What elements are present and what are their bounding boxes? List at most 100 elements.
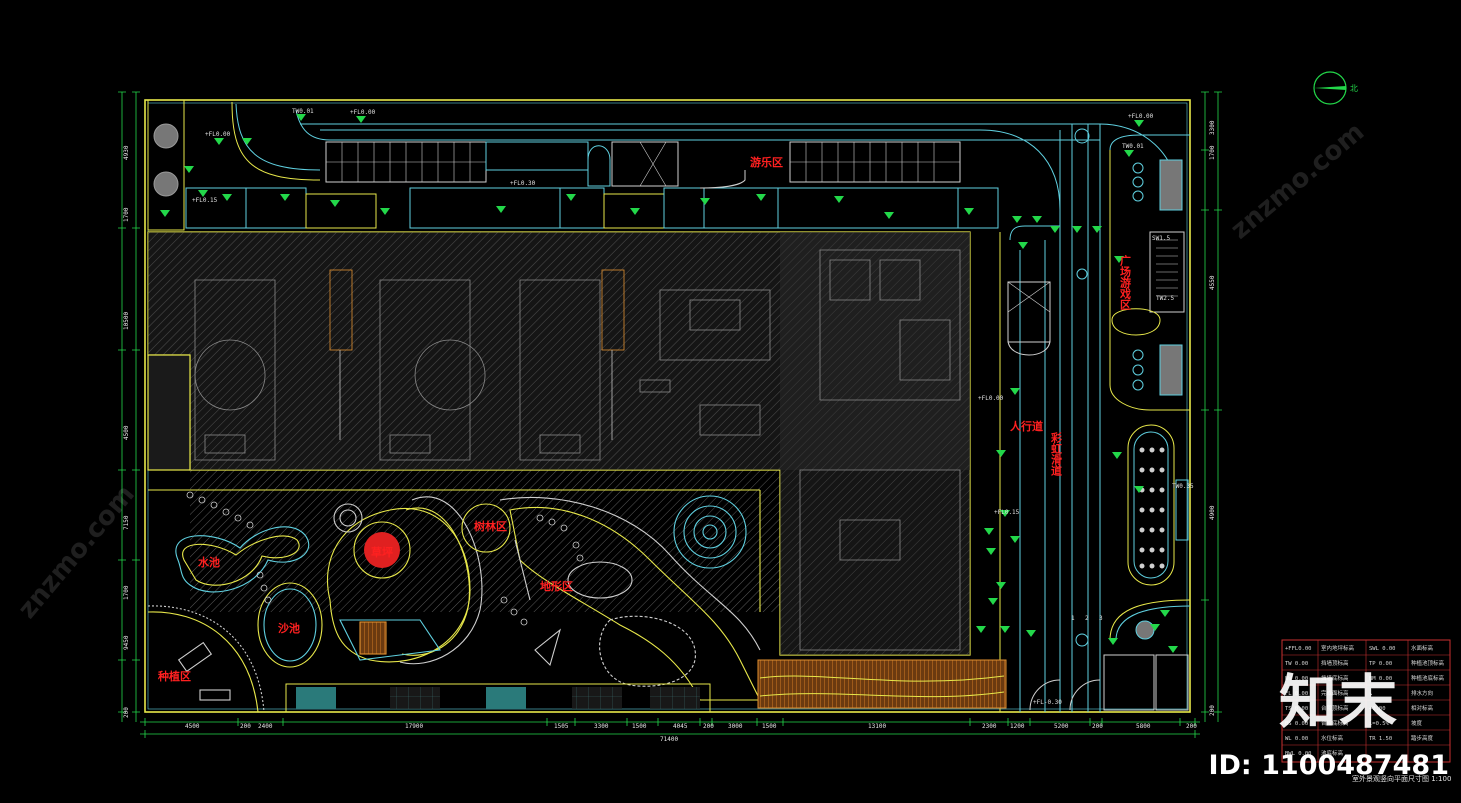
pond-shape [175, 526, 310, 593]
dim-bottom-5: 1505 [554, 723, 569, 730]
legend-cell: BWL 0.00 [1285, 751, 1312, 757]
legend-cell: BW 0.00 [1285, 676, 1308, 682]
zone-label-pond: 水池 [198, 555, 220, 569]
elev-label-2: +FL0.00 [350, 109, 376, 116]
dim-right-2: 1700 [1209, 145, 1216, 160]
legend-cell: 踏步高度 [1411, 734, 1434, 742]
elev-label-12: +FL0.15 [994, 509, 1020, 516]
elevation-markers [160, 114, 1178, 653]
sandpit-shape [257, 582, 323, 668]
tree-2-icon [153, 171, 179, 197]
legend-cell: FL 0.00 [1285, 691, 1308, 697]
legend-cell: 水面标高 [1411, 644, 1434, 652]
wood-deck [757, 659, 1007, 709]
legend-cell: 池底标高 [1321, 749, 1344, 757]
legend-cell: ↘ [1369, 691, 1372, 697]
dim-bottom-17: 5800 [1136, 723, 1151, 730]
lane-number-1: 1 [1071, 615, 1075, 622]
building-footprint [147, 231, 971, 656]
lane-number-2: 2 [1085, 615, 1089, 622]
legend-cell: TW 0.00 [1285, 661, 1308, 667]
elev-label-9: TW2.5 [1156, 295, 1174, 302]
dim-bottom-10: 3000 [728, 723, 743, 730]
legend-cell: BS 0.00 [1285, 721, 1308, 727]
south-playground [147, 489, 761, 713]
building-interior [194, 249, 961, 651]
elev-label-13: +FL0.00 [978, 395, 1004, 402]
dim-right-3: 4550 [1209, 275, 1216, 290]
legend-cell: i=0.5% [1369, 721, 1390, 727]
lane-number-3: 3 [1099, 615, 1103, 622]
legend-cell: 相对标高 [1411, 704, 1434, 712]
legend-cell: TR 1.50 [1369, 736, 1392, 742]
tree-1-icon [153, 123, 179, 149]
dimension-lines [118, 91, 1222, 738]
legend-cell: 完成面标高 [1321, 689, 1349, 697]
drawing-title: 室外景观竖向平面尺寸图 1:100 [1352, 774, 1451, 783]
elev-label-5: +FL0.30 [510, 180, 536, 187]
legend-cell: 坡度 [1411, 719, 1423, 727]
legend-cell: BM 0.00 [1369, 676, 1392, 682]
dim-bottom-13: 2300 [982, 723, 997, 730]
legend-cell: 种植池底标高 [1411, 674, 1445, 682]
dim-bottom-12: 13100 [868, 723, 886, 730]
zone-label-woods: 树林区 [474, 519, 507, 533]
legend-cell: +0.00 [1369, 706, 1386, 712]
dim-bottom-total: 71400 [660, 736, 678, 743]
elev-label-10: SW1.5 [1152, 235, 1170, 242]
watermark-site: znzmo.com [1225, 117, 1370, 245]
elev-label-6: TW0.01 [292, 108, 314, 115]
legend-cell: 台阶底标高 [1321, 719, 1349, 727]
dimension-text-left: 4930 1700 10500 4500 7150 1700 9450 200 [123, 145, 130, 718]
zone-label-planting: 种植区 [157, 669, 191, 683]
legend-cell: TS 0.00 [1285, 706, 1308, 712]
dim-bottom-11: 1500 [762, 723, 777, 730]
north-arrow-label: 北 [1350, 84, 1358, 93]
legend-cell: 水位标高 [1321, 734, 1344, 742]
dim-bottom-18: 200 [1186, 723, 1197, 730]
bottom-bench-strip [285, 683, 711, 713]
dim-right-4: 4900 [1209, 505, 1216, 520]
dim-left-8: 200 [123, 707, 130, 718]
legend-cell: 挡墙底标高 [1321, 674, 1349, 682]
dome-shape [353, 521, 411, 579]
dim-bottom-9: 200 [703, 723, 714, 730]
zone-label-plaza: 广场游戏区 [1119, 254, 1133, 311]
elev-label-7: TW0.01 [1122, 143, 1144, 150]
elevation-labels: +FL0.00 +FL0.00 +FL0.00 +FL0.15 +FL0.30 … [192, 108, 1194, 706]
elev-label-4: +FL0.15 [192, 197, 218, 204]
dim-left-6: 1700 [123, 585, 130, 600]
dim-bottom-14: 1200 [1010, 723, 1025, 730]
dimension-text-right: 3300 1700 4550 4900 200 [1209, 120, 1216, 716]
dim-bottom-15: 5200 [1054, 723, 1069, 730]
dim-left-7: 9450 [123, 635, 130, 650]
legend-cell: +FFL0.00 [1285, 646, 1312, 652]
legend-cell: 台阶顶标高 [1321, 704, 1349, 712]
dim-bottom-2: 200 [240, 723, 251, 730]
dim-left-3: 10500 [123, 312, 130, 330]
tree-circle-shape [461, 503, 511, 553]
dim-bottom-1: 4500 [185, 723, 200, 730]
dim-bottom-8: 4045 [673, 723, 688, 730]
watermark-id: ID: 1100487481 [1208, 750, 1449, 781]
legend-cell: SWL 0.00 [1369, 646, 1396, 652]
zone-label-lawn: 草坪 [371, 545, 393, 559]
dim-left-4: 4500 [123, 425, 130, 440]
zone-label-terrain: 地形区 [540, 579, 573, 593]
legend-cell: 种植池顶标高 [1411, 659, 1445, 667]
legend-cell: WL 0.00 [1285, 736, 1308, 742]
dimension-text-bottom: 4500 200 2400 17900 1505 3300 1500 4045 … [185, 723, 1197, 743]
zone-label-rainbow-slide: 彩虹滑道 [1050, 431, 1064, 477]
lane-numbers: 1 2 3 [1071, 615, 1103, 622]
zone-label-walkway: 人行道 [1010, 419, 1043, 433]
dim-bottom-7: 1500 [632, 723, 647, 730]
dim-right-1: 3300 [1209, 120, 1216, 135]
dim-bottom-4: 17900 [405, 723, 423, 730]
watermark-site-2: znzmo.com [12, 480, 140, 625]
legend-cell: 排水方向 [1411, 689, 1433, 697]
dim-bottom-3: 2400 [258, 723, 273, 730]
dim-right-5: 200 [1209, 705, 1216, 716]
dim-left-2: 1700 [123, 207, 130, 222]
